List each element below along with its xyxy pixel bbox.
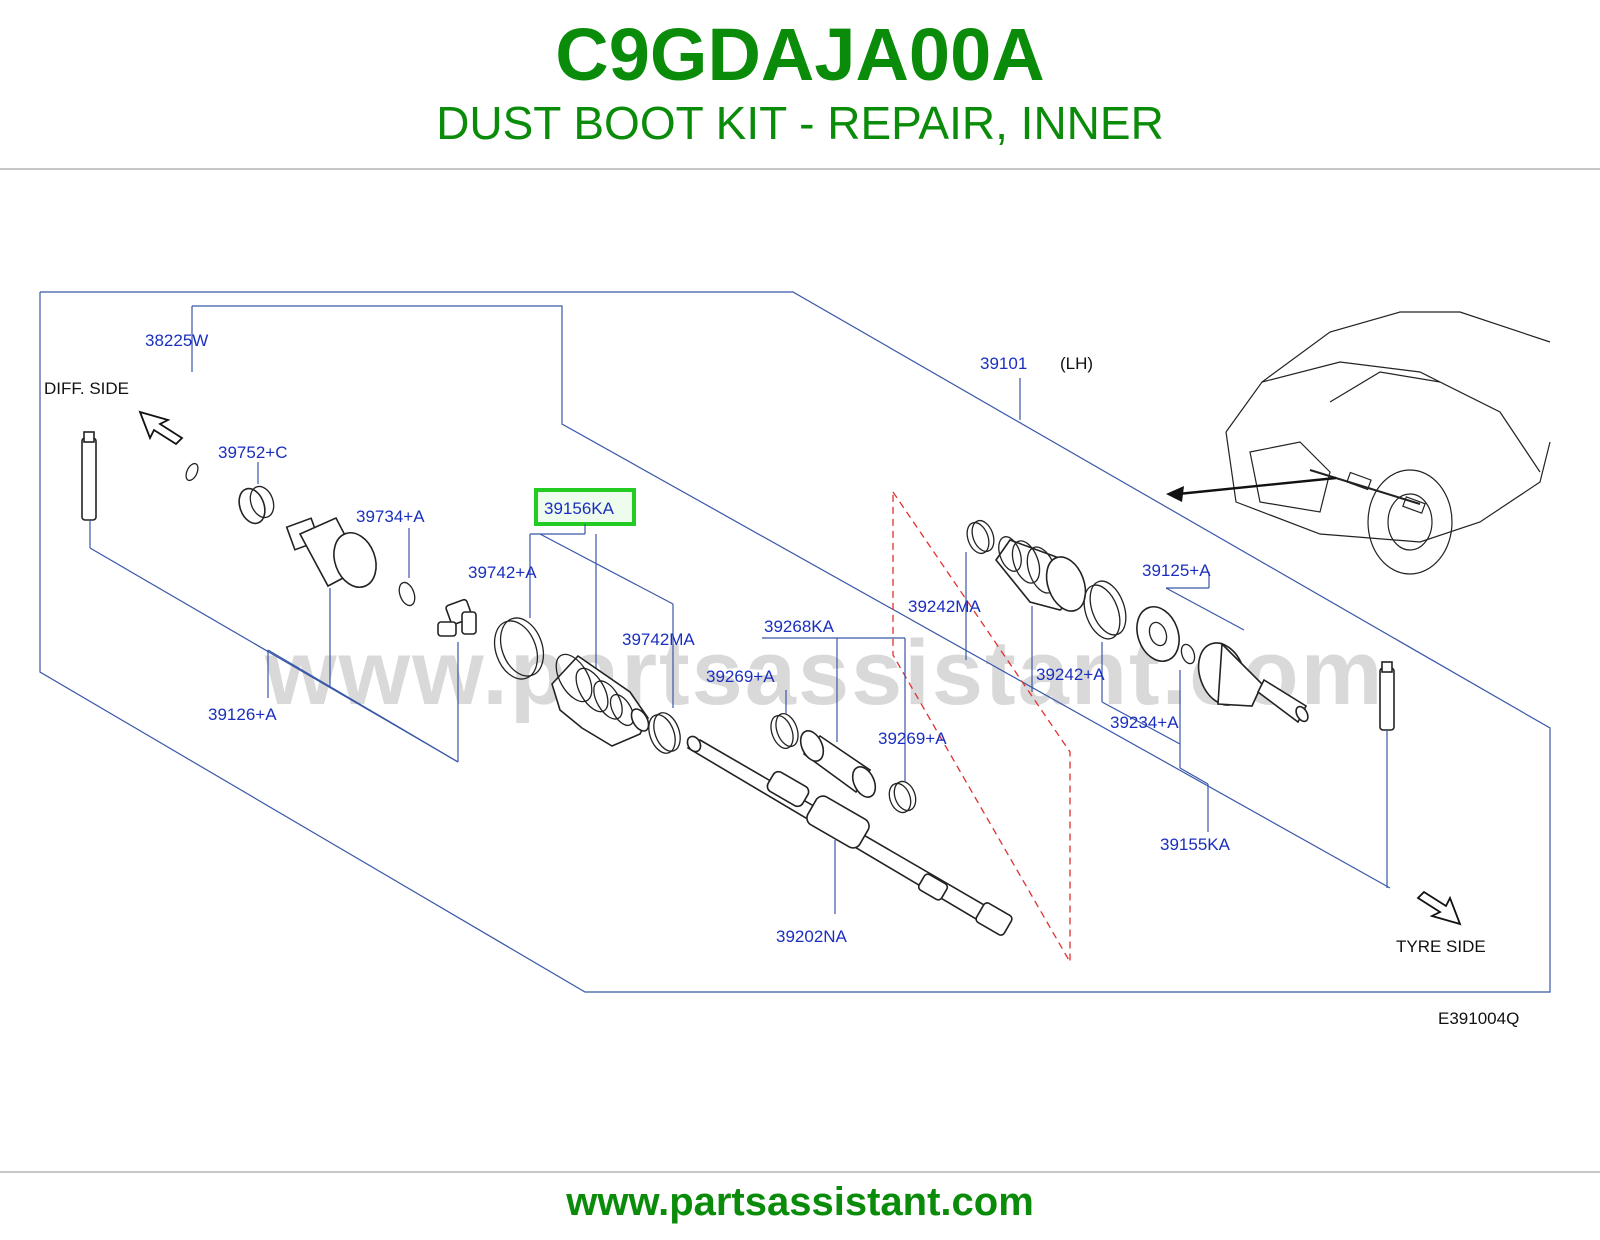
- boot-band-39742a: [493, 617, 545, 680]
- label-39234a: 39234+A: [1110, 713, 1179, 732]
- label-39269a-left: 39269+A: [706, 667, 775, 686]
- label-39752c: 39752+C: [218, 443, 287, 462]
- assembly-side-label: (LH): [1060, 354, 1093, 373]
- page-header: C9GDAJA00A DUST BOOT KIT - REPAIR, INNER: [0, 0, 1600, 168]
- label-39268ka: 39268KA: [764, 617, 835, 636]
- label-39742ma: 39742MA: [622, 630, 695, 649]
- part-number-title: C9GDAJA00A: [555, 13, 1045, 96]
- kit-frame-inner: [192, 305, 1391, 889]
- tyre-side-arrow-icon: [1416, 890, 1462, 926]
- snap-ring-39734a: [398, 581, 416, 607]
- drive-shaft-39202na: [686, 735, 1013, 936]
- watermark-text: www.partsassistant.com: [264, 622, 1384, 724]
- header-divider: [0, 168, 1600, 170]
- label-39126a: 39126+A: [208, 705, 277, 724]
- label-39269a-right: 39269+A: [878, 729, 947, 748]
- outer-dust-boot: [994, 536, 1087, 612]
- snap-ring-outer: [1180, 643, 1196, 665]
- exploded-parts-diagram: www.partsassistant.com DIFF. SIDE TYRE S…: [28, 272, 1572, 1062]
- boot-band-39742ma: [648, 712, 681, 754]
- snap-ring-38225w: [185, 462, 199, 482]
- inner-dust-boot-39156ka: [551, 653, 650, 747]
- label-39125a: 39125+A: [1142, 561, 1211, 580]
- assembly-frame: [39, 291, 1551, 993]
- label-39155ka: 39155KA: [1160, 835, 1231, 854]
- diff-side-arrow-icon: [138, 410, 184, 446]
- tyre-side-label: TYRE SIDE: [1396, 937, 1486, 956]
- boot-band-39242ma: [966, 519, 995, 555]
- left-stub-pin: [81, 431, 97, 521]
- drawing-code: E391004Q: [1438, 1009, 1519, 1028]
- label-39742a: 39742+A: [468, 563, 537, 582]
- damper-band-39269a-left: [770, 713, 799, 749]
- footer-website-link[interactable]: www.partsassistant.com: [566, 1180, 1034, 1224]
- boot-band-39242a: [1083, 580, 1127, 640]
- damper-band-39269a-right: [888, 780, 917, 814]
- outer-joint-group-outline: [892, 491, 1071, 965]
- footer-divider: [0, 1171, 1600, 1173]
- oil-seal-39752c: [238, 485, 275, 525]
- right-stub-pin: [1379, 661, 1395, 731]
- vehicle-location-sketch: [1225, 311, 1551, 575]
- label-39734a: 39734+A: [356, 507, 425, 526]
- inner-joint-housing-39126a: [285, 516, 377, 588]
- label-39242a: 39242+A: [1036, 665, 1105, 684]
- label-39156ka-highlighted: 39156KA: [544, 499, 615, 518]
- assembly-number-label: 39101: [980, 354, 1027, 373]
- spider-tripod-assembly: [437, 598, 477, 637]
- diff-side-label: DIFF. SIDE: [44, 379, 129, 398]
- highlight-box-39156ka: [534, 488, 636, 526]
- label-39242ma: 39242MA: [908, 597, 981, 616]
- part-description-title: DUST BOOT KIT - REPAIR, INNER: [436, 97, 1164, 149]
- vehicle-pointer-arrow-icon: [1166, 476, 1337, 502]
- outer-joint-39155ka: [1197, 642, 1309, 724]
- dynamic-damper-39268ka: [799, 730, 877, 798]
- label-39202na: 39202NA: [776, 927, 848, 946]
- outer-joint-cage-39125a: [1136, 606, 1180, 662]
- label-38225w: 38225W: [145, 331, 208, 350]
